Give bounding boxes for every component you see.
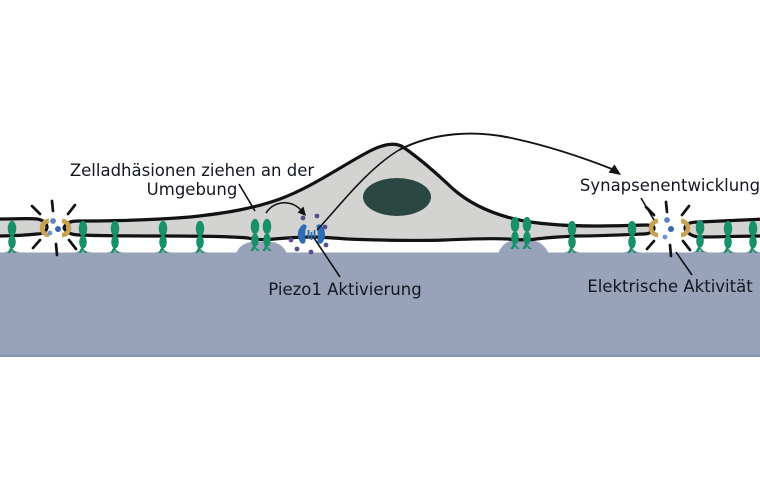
pointer-piezo1: [313, 237, 341, 278]
label-cell-adhesions-line1: Zelladhäsionen ziehen an der: [69, 161, 315, 180]
axon-right-stub: [683, 217, 760, 239]
arrowheads: [297, 164, 621, 216]
label-cell-adhesions-line2: Umgebung: [146, 180, 238, 200]
pointer-synapse-development: [640, 197, 655, 221]
vesicle-dots: [47, 218, 61, 236]
presynaptic-density-icons: [648, 218, 691, 238]
nucleus-icon: [363, 178, 431, 216]
pointer-electrical-activity: [675, 251, 693, 276]
arrowhead-to-synapse-development: [608, 164, 621, 175]
synapse-right: [644, 200, 692, 258]
substrate-bottom-edge: [0, 354, 760, 357]
label-cell-adhesions: Zelladhäsionen ziehen an der Umgebung: [70, 161, 314, 200]
label-electrical-activity: Elektrische Aktivität: [587, 277, 753, 296]
arrow-adhesion-to-piezo1: [265, 202, 302, 214]
presynaptic-density-icons: [39, 218, 72, 238]
ion-dots: [288, 213, 329, 255]
arrowhead-to-piezo1: [297, 206, 306, 216]
line-piezo1-to-soma-apex: [316, 149, 400, 231]
label-piezo1-activation: Piezo1 Aktivierung: [268, 280, 422, 299]
vesicle-dots: [662, 217, 674, 240]
pointer-cell-adhesions: [238, 183, 256, 212]
arrow-soma-to-synapse: [398, 132, 613, 170]
label-synapse-development: Synapsenentwicklung: [579, 176, 760, 195]
synapse-left: [30, 199, 78, 257]
annotation-arrows: [238, 132, 693, 278]
